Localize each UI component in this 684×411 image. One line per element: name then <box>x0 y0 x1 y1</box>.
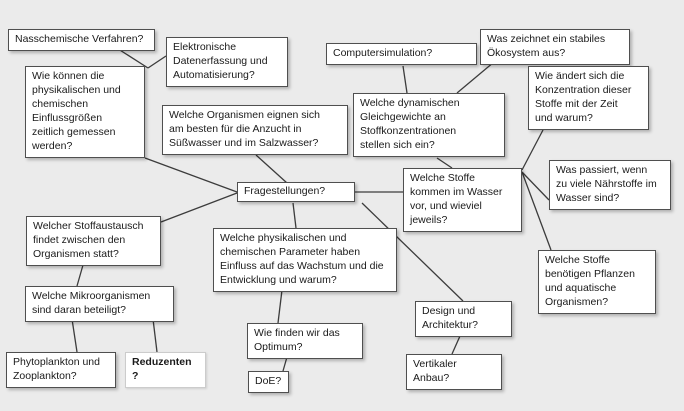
edge-was_zeichnet-to-welche_dynamischen <box>456 61 495 94</box>
edge-welche_mikroorganismen-to-phytoplankton <box>71 318 78 353</box>
node-konzentration-zeit: Wie ändert sich die Konzentration dieser… <box>528 66 649 130</box>
node-fragestellungen-root: Fragestellungen? <box>237 182 355 202</box>
edge-welche_organismen-to-fragestellungen <box>255 154 288 184</box>
node-welche-organismen-anzucht: Welche Organismen eignen sich am besten … <box>162 105 348 155</box>
node-mikroorganismen-beteiligt: Welche Mikroorganismen sind daran beteil… <box>25 286 174 322</box>
edge-wie_finden-to-doe <box>282 356 288 372</box>
node-stoffaustausch-organismen: Welcher Stoffaustausch findet zwischen d… <box>26 216 161 266</box>
node-stabiles-oekosystem: Was zeichnet ein stabiles Ökosystem aus? <box>480 29 630 65</box>
edge-welche_stoffe_kommen-to-welche_stoffe_benoetigen <box>521 171 552 251</box>
edge-fragestellungen-to-welche_physikalischen <box>292 202 297 229</box>
node-design-architektur: Design und Architektur? <box>415 301 512 337</box>
node-stoffe-pflanzen-organismen: Welche Stoffe benötigen Pflanzen und aqu… <box>538 250 656 314</box>
node-nasschemische-verfahren: Nasschemische Verfahren? <box>8 29 155 51</box>
node-wie-koennen-einflussgroessen: Wie können die physikalischen und chemis… <box>25 66 145 158</box>
edge-welche_physikalischen-to-wie_finden <box>277 289 283 324</box>
node-dynamische-gleichgewichte: Welche dynamischen Gleichgewichte an Sto… <box>353 93 505 157</box>
node-vertikaler-anbau: Vertikaler Anbau? <box>406 354 502 390</box>
edge-welche_dynamischen-to-welche_stoffe_kommen <box>436 157 453 169</box>
node-doe: DoE? <box>248 371 289 393</box>
node-optimum: Wie finden wir das Optimum? <box>247 323 363 359</box>
edge-fragestellungen-to-design <box>361 202 464 302</box>
edge-wie_koennen-to-fragestellungen <box>144 157 238 193</box>
node-phytoplankton-zooplankton: Phytoplankton und Zooplankton? <box>6 352 116 388</box>
node-computersimulation: Computersimulation? <box>326 43 477 65</box>
edge-elektronische-to-wie_koennen <box>147 55 167 69</box>
node-zu-viele-naehrstoffe: Was passiert, wenn zu viele Nährstoffe i… <box>549 160 671 210</box>
edge-computersimulation-to-welche_dynamischen <box>402 65 408 94</box>
node-stoffe-im-wasser: Welche Stoffe kommen im Wasser vor, und … <box>403 168 522 232</box>
edge-welche_stoffe_kommen-to-wie_aendert <box>521 129 544 171</box>
edge-welche_stoffe_kommen-to-was_passiert <box>521 171 550 201</box>
node-elektronische-datenerfassung: Elektronische Datenerfassung und Automat… <box>166 37 288 87</box>
edge-design-to-vertikaler <box>451 335 461 355</box>
node-parameter-wachstum: Welche physikalischen und chemischen Par… <box>213 228 397 292</box>
edge-welcher_stoffaustausch-to-welche_mikroorganismen <box>76 264 84 287</box>
node-reduzenten: Reduzenten ? <box>125 352 206 388</box>
edge-welche_mikroorganismen-to-reduzenten <box>152 318 158 353</box>
edge-fragestellungen-to-welcher_stoffaustausch <box>160 192 238 223</box>
